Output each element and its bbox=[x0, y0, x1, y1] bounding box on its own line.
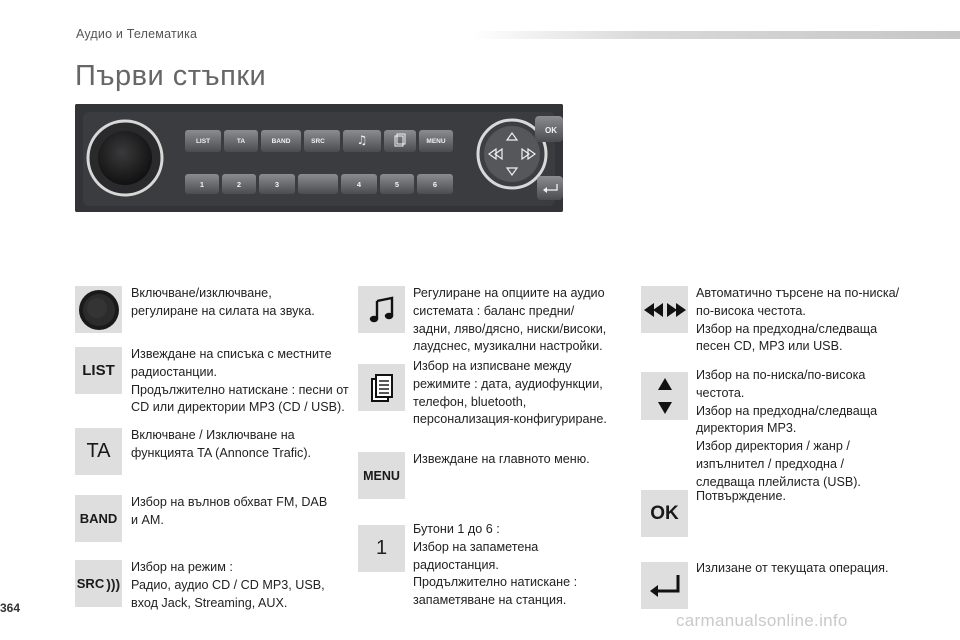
panel-ok-label: OK bbox=[545, 126, 557, 135]
panel-label-src: SRC bbox=[311, 138, 325, 145]
back-arrow-icon bbox=[641, 562, 688, 609]
panel-preset-5: 5 bbox=[395, 180, 399, 189]
up-down-arrows-icon bbox=[641, 372, 688, 420]
seek-arrows-icon bbox=[641, 286, 688, 333]
panel-label-menu: MENU bbox=[426, 138, 445, 145]
panel-label-list: LIST bbox=[196, 138, 210, 145]
presets-description: Бутони 1 до 6 :Избор на запаметена радио… bbox=[413, 522, 578, 608]
panel-preset-4: 4 bbox=[357, 180, 362, 189]
panel-preset-buttons bbox=[185, 174, 453, 194]
panel-preset-6: 6 bbox=[433, 180, 437, 189]
panel-music-icon: ♫ bbox=[357, 133, 368, 147]
src-description: Избор на режим :Радио, аудио CD / CD MP3… bbox=[131, 560, 325, 610]
power-volume-description: Включване/изключване,регулиране на силат… bbox=[131, 286, 315, 318]
panel-label-band: BAND bbox=[272, 138, 291, 145]
ta-button-icon: TA bbox=[75, 428, 122, 475]
ok-button-icon: OK bbox=[641, 490, 688, 537]
menu-button-icon: MENU bbox=[358, 452, 405, 499]
ok-description: Потвърждение. bbox=[696, 489, 786, 503]
seek-description: Автоматично търсене на по-ниска/по-висок… bbox=[696, 286, 900, 354]
page-title: Първи стъпки bbox=[75, 60, 267, 92]
panel-preset-2: 2 bbox=[237, 180, 241, 189]
section-header: Аудио и Телематика bbox=[76, 27, 198, 41]
page-number: 364 bbox=[0, 601, 21, 615]
header-rule bbox=[470, 31, 960, 39]
preset-one-icon: 1 bbox=[358, 525, 405, 572]
watermark: carmanualsonline.info bbox=[676, 611, 848, 630]
menu-description: Извеждане на главното меню. bbox=[413, 452, 590, 466]
band-button-icon: BAND bbox=[75, 495, 122, 542]
list-button-icon: LIST bbox=[75, 347, 122, 394]
panel-label-ta: TA bbox=[237, 138, 245, 145]
display-pages-icon bbox=[358, 364, 405, 411]
panel-preset-3: 3 bbox=[275, 180, 279, 189]
back-description: Излизане от текущата операция. bbox=[696, 561, 889, 575]
src-button-icon: SRC))) bbox=[75, 560, 122, 607]
panel-pages-icon bbox=[394, 133, 406, 147]
music-note-icon bbox=[358, 286, 405, 333]
panel-preset-1: 1 bbox=[200, 180, 204, 189]
power-knob-icon bbox=[75, 286, 122, 333]
panel-top-buttons bbox=[185, 130, 453, 152]
radio-panel-image: LIST TA BAND SRC MENU ♫ 1 2 3 4 5 6 bbox=[75, 104, 563, 212]
